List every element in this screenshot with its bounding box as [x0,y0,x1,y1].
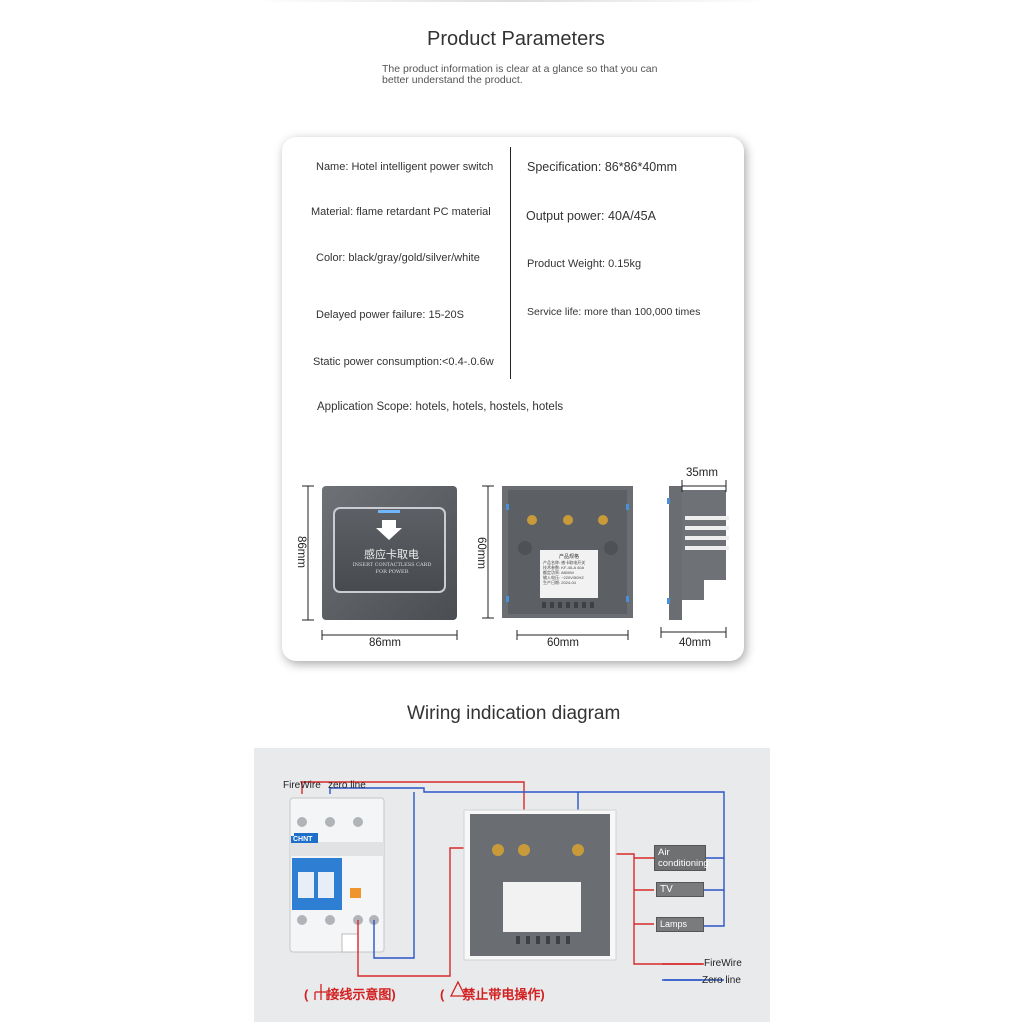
sticker-line: 产品名称: 感卡取电开关 [543,560,586,565]
sticker-line: 技术参数: KF-45-A 40A [543,565,585,570]
switch-back-view [482,485,633,640]
param-static-power: Static power consumption:<0.4-.0.6w [313,356,494,368]
switch-side-view [660,480,729,638]
back-height-label: 60mm [475,537,487,569]
switch-front-view [302,485,458,640]
load-tv: TV [656,882,704,897]
back-label-sticker: 产品规格 产品名称: 感卡取电开关 技术参数: KF-45-A 40A 额定功率… [543,554,595,585]
param-specification: Specification: 86*86*40mm [527,160,678,174]
sticker-line: 生产日期: 2024-04 [543,580,576,585]
load-lamps: Lamps [656,917,704,932]
wiring-title: Wiring indication diagram [407,703,621,724]
param-color: Color: black/gray/gold/silver/white [316,252,480,264]
caption-wiring-diagram: ( 接线示意图) [304,987,396,1002]
caption-wiring-diagram-text: 接线示意图 [326,987,392,1002]
sticker-line: 额定功率: 8800W [543,570,574,575]
load-air-conditioning: Air conditioning [654,845,709,871]
caption-no-live-operation-text: 禁止带电操作 [462,987,541,1002]
top-divider [254,0,770,2]
param-output-power: Output power: 40A/45A [526,209,656,223]
front-height-label: 86mm [295,536,307,568]
breaker-zeroline-label: zero line [328,780,366,791]
sticker-line: 输入电压: ~220V/50HZ [543,575,584,580]
front-width-label: 86mm [369,637,401,649]
param-service-life: Service life: more than 100,000 times [527,306,701,318]
wiring-diagram [289,781,725,1000]
switch-face-cn-text: 感应卡取电 [364,548,419,561]
legend-zeroline: Zero line [702,975,741,986]
legend-firewire: FireWire [704,958,742,969]
caption-no-live-operation: ( 禁止带电操作) [440,987,545,1002]
param-delay: Delayed power failure: 15-20S [316,309,464,321]
switch-face-en-text: INSERT CONTACTLESS CARD FOR POWER [352,562,432,575]
param-divider [510,147,511,379]
sticker-title: 产品规格 [558,554,579,560]
param-weight: Product Weight: 0.15kg [527,258,642,270]
param-application-scope: Application Scope: hotels, hotels, hoste… [317,401,564,413]
side-bottom-label: 40mm [679,637,711,649]
page-title: Product Parameters [427,28,605,50]
breaker-firewire-label: FireWire [283,780,321,791]
back-width-label: 60mm [547,637,579,649]
side-depth-label: 35mm [686,467,718,479]
param-material: Material: flame retardant PC material [311,206,491,218]
page-subtitle: The product information is clear at a gl… [382,63,658,86]
param-name: Name: Hotel intelligent power switch [316,161,494,173]
breaker-brand-label: CHNT [291,836,315,843]
